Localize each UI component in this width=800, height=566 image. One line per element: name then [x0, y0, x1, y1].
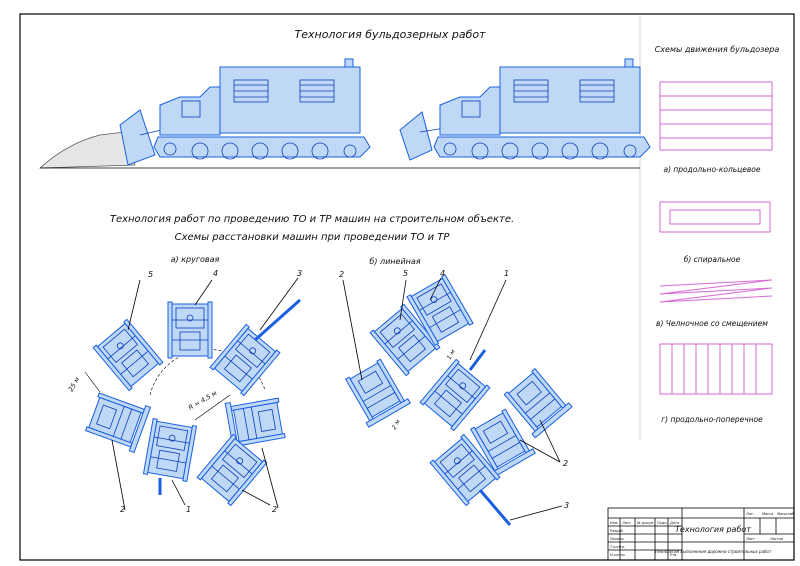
- scheme-d-diagram: [659, 343, 773, 395]
- label-b-5: 5: [403, 269, 408, 278]
- stamp-row-prover: Провер.: [610, 537, 625, 541]
- label-a-4: 4: [213, 269, 218, 278]
- scheme-b-label: б) спиральное: [684, 255, 741, 264]
- scheme-a-diagram: [659, 81, 773, 151]
- dim-a2: R = 4,5 м: [187, 389, 218, 412]
- sheet-frame: [19, 13, 795, 561]
- mid-title-2: Схемы расстановки машин при проведении Т…: [175, 232, 451, 243]
- label-b-2: 2: [339, 270, 344, 279]
- layout-b-label: б) линейная: [369, 257, 420, 266]
- dim-b1: 2 м: [391, 418, 402, 431]
- label-a-3: 3: [297, 269, 302, 278]
- linear-layout: [341, 274, 573, 526]
- scheme-c-label: в) Челночное со смещением: [656, 319, 768, 328]
- stamp-massa: Масса: [762, 512, 773, 516]
- label-b-1: 1: [504, 269, 509, 278]
- title-block: [607, 507, 795, 561]
- label-b-3: 3: [564, 501, 569, 510]
- scheme-c-diagram: [659, 279, 773, 303]
- circular-layout: [83, 277, 301, 511]
- dim-a1: 25 м: [67, 376, 82, 393]
- bulldozer-side-view-2: [380, 58, 651, 169]
- label-a-2a: 2: [120, 505, 125, 514]
- stamp-col-list: Лист: [621, 521, 632, 525]
- top-title: Технология бульдозерных работ: [295, 28, 487, 41]
- stamp-row-tkontr: Т.контр.: [610, 545, 625, 549]
- label-b-4: 4: [440, 269, 445, 278]
- stamp-lit: Лит.: [745, 512, 754, 516]
- stamp-row-nkontr: Н.контр.: [610, 553, 626, 557]
- stamp-sheets: Листов: [769, 537, 783, 541]
- stamp-row-razrab: Разраб.: [610, 529, 624, 533]
- stamp-col-podp: Подп.: [657, 521, 668, 525]
- stamp-masshtab: Масштаб: [777, 512, 794, 516]
- scheme-d-label: г) продольно-поперечное: [661, 415, 763, 424]
- stamp-row-utv: Утв.: [670, 553, 677, 557]
- label-a-2b: 2: [272, 505, 277, 514]
- stamp-col-data: Дата: [669, 521, 679, 525]
- stamp-col-doc: № докум.: [636, 521, 654, 525]
- scheme-b-diagram: [659, 201, 771, 233]
- label-b-2b: 2: [563, 459, 568, 468]
- bulldozer-side-view-1: [39, 58, 380, 169]
- dim-b2: 1 м: [446, 348, 457, 361]
- stamp-subtitle: Технология выполнения дорожно-строительн…: [655, 549, 772, 554]
- label-a-5: 5: [148, 270, 153, 279]
- label-a-1: 1: [186, 505, 191, 514]
- stamp-col-izm: Изм.: [610, 521, 618, 525]
- scheme-a-label: а) продольно-кольцевое: [663, 165, 760, 174]
- layout-a-label: а) круговая: [171, 255, 220, 264]
- mid-title-1: Технология работ по проведению ТО и ТР м…: [110, 213, 514, 225]
- stamp-sheet: Лист: [745, 537, 756, 541]
- schemes-title: Схемы движения бульдозера: [655, 45, 780, 54]
- stamp-title: Технология работ: [675, 525, 751, 534]
